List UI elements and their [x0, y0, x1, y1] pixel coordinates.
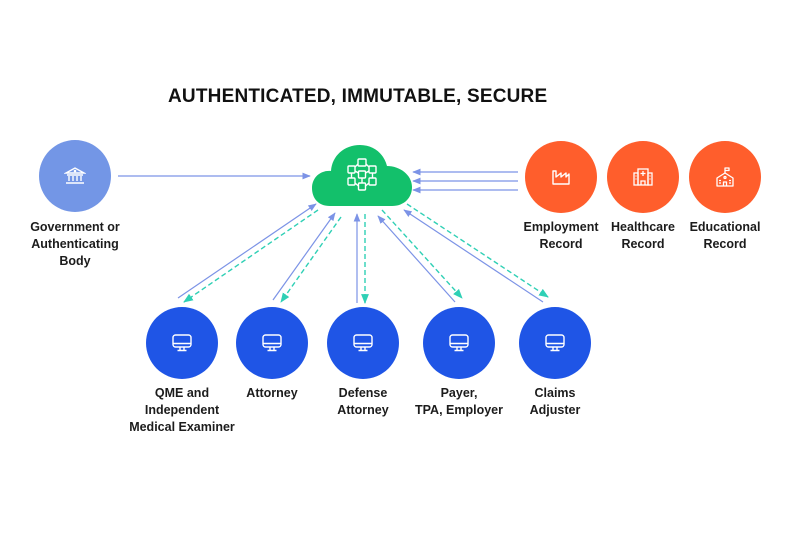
arrow-cloud-to-consumer: [381, 209, 463, 299]
arrow-consumer-to-cloud: [272, 212, 336, 301]
arrow-cloud-to-consumer: [280, 216, 342, 303]
consumer-label-attorney: Attorney: [246, 386, 298, 400]
arrow-consumer-to-cloud: [377, 215, 456, 303]
monitor-icon: [353, 334, 373, 352]
record-label-healthcare: Healthcare Record: [611, 220, 675, 251]
record-node-healthcare[interactable]: [607, 141, 679, 213]
factory-icon: [552, 170, 570, 185]
consumer-node-payer[interactable]: [423, 307, 495, 379]
consumer-node-attorney[interactable]: [236, 307, 308, 379]
blockchain-network-icon: [347, 158, 377, 191]
consumer-label-payer: Payer, TPA, Employer: [415, 386, 503, 417]
hospital-icon: [633, 168, 653, 186]
consumer-node-defense-attorney[interactable]: [327, 307, 399, 379]
authority-node[interactable]: [39, 140, 111, 212]
blockchain-cloud-hub[interactable]: [312, 140, 412, 208]
arrow-cloud-to-consumer: [406, 203, 549, 298]
school-icon: [716, 167, 734, 187]
diagram-title: AUTHENTICATED, IMMUTABLE, SECURE: [168, 86, 548, 107]
consumer-node-claims-adjuster[interactable]: [519, 307, 591, 379]
consumer-label-defense-attorney: Defense Attorney: [337, 386, 389, 417]
consumer-label-qme: QME and Independent Medical Examiner: [129, 386, 235, 434]
cloud-icon: [312, 145, 412, 206]
monitor-icon: [545, 334, 565, 352]
consumer-node-qme[interactable]: [146, 307, 218, 379]
record-node-educational[interactable]: [689, 141, 761, 213]
record-label-employment: Employment Record: [523, 220, 599, 251]
arrow-cloud-to-consumer: [183, 209, 319, 303]
record-node-employment[interactable]: [525, 141, 597, 213]
monitor-icon: [172, 334, 192, 352]
arrow-consumer-to-cloud: [177, 203, 317, 299]
authority-label: Government or Authenticating Body: [30, 220, 120, 268]
institution-building-icon: [64, 167, 86, 184]
monitor-icon: [262, 334, 282, 352]
arrow-consumer-to-cloud: [403, 209, 544, 303]
record-label-educational: Educational Record: [689, 220, 761, 251]
monitor-icon: [449, 334, 469, 352]
consumer-label-claims-adjuster: Claims Adjuster: [529, 386, 581, 417]
